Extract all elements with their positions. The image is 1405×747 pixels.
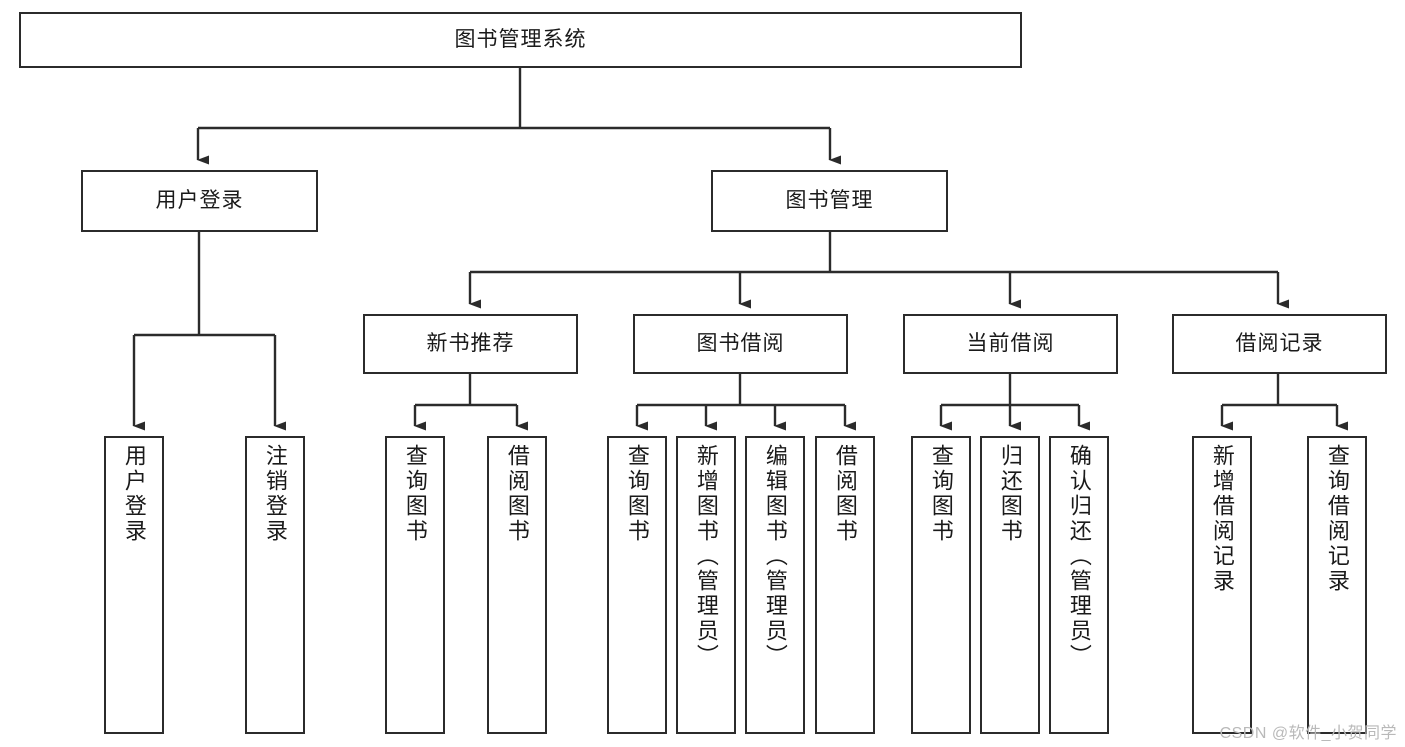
node-label: 当前借阅 bbox=[966, 332, 1055, 356]
leaf-book-borrow-borrow[interactable]: 借阅图书 bbox=[815, 436, 875, 734]
node-new-book-recommend[interactable]: 新书推荐 bbox=[363, 314, 578, 374]
node-label: 图书管理系统 bbox=[454, 28, 587, 52]
node-root-book-management-system[interactable]: 图书管理系统 bbox=[19, 12, 1022, 68]
node-book-borrow[interactable]: 图书借阅 bbox=[633, 314, 848, 374]
node-label: 借阅记录 bbox=[1235, 332, 1324, 356]
node-label: 图书管理 bbox=[785, 189, 874, 213]
node-label: 查询图书 bbox=[402, 444, 428, 544]
node-label: 查询借阅记录 bbox=[1324, 444, 1350, 594]
node-label: 借阅图书 bbox=[832, 444, 858, 544]
leaf-current-borrow-return[interactable]: 归还图书 bbox=[980, 436, 1040, 734]
node-label: 查询图书 bbox=[624, 444, 650, 544]
node-label: 图书借阅 bbox=[696, 332, 785, 356]
node-label: 编辑图书（管理员） bbox=[762, 444, 788, 669]
node-label: 新书推荐 bbox=[426, 332, 515, 356]
node-label: 查询图书 bbox=[928, 444, 954, 544]
node-label: 归还图书 bbox=[997, 444, 1023, 544]
leaf-book-borrow-edit[interactable]: 编辑图书（管理员） bbox=[745, 436, 805, 734]
csdn-watermark: CSDN @软件_小贺同学 bbox=[1219, 725, 1397, 742]
leaf-new-book-borrow[interactable]: 借阅图书 bbox=[487, 436, 547, 734]
leaf-new-book-query[interactable]: 查询图书 bbox=[385, 436, 445, 734]
leaf-user-login-logout[interactable]: 注销登录 bbox=[245, 436, 305, 734]
node-label: 用户登录 bbox=[155, 189, 244, 213]
node-book-management[interactable]: 图书管理 bbox=[711, 170, 948, 232]
node-label: 注销登录 bbox=[262, 444, 288, 544]
node-borrow-record[interactable]: 借阅记录 bbox=[1172, 314, 1387, 374]
leaf-user-login-login[interactable]: 用户登录 bbox=[104, 436, 164, 734]
node-label: 新增图书（管理员） bbox=[693, 444, 719, 669]
leaf-book-borrow-add[interactable]: 新增图书（管理员） bbox=[676, 436, 736, 734]
leaf-borrow-record-add[interactable]: 新增借阅记录 bbox=[1192, 436, 1252, 734]
node-label: 借阅图书 bbox=[504, 444, 530, 544]
leaf-borrow-record-query[interactable]: 查询借阅记录 bbox=[1307, 436, 1367, 734]
node-label: 确认归还（管理员） bbox=[1066, 444, 1092, 669]
leaf-current-borrow-confirm-return[interactable]: 确认归还（管理员） bbox=[1049, 436, 1109, 734]
node-label: 新增借阅记录 bbox=[1209, 444, 1235, 594]
node-label: 用户登录 bbox=[121, 444, 147, 544]
leaf-current-borrow-query[interactable]: 查询图书 bbox=[911, 436, 971, 734]
node-user-login[interactable]: 用户登录 bbox=[81, 170, 318, 232]
leaf-book-borrow-query[interactable]: 查询图书 bbox=[607, 436, 667, 734]
node-current-borrow[interactable]: 当前借阅 bbox=[903, 314, 1118, 374]
